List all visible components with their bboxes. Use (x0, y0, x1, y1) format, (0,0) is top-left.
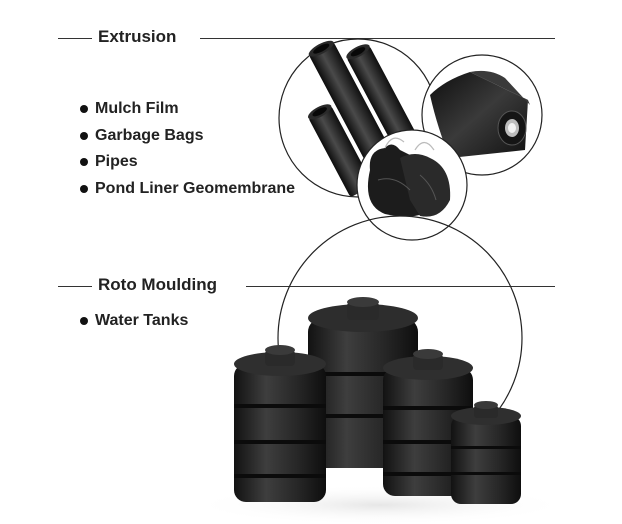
bullet-icon (80, 105, 88, 114)
bullet-icon (80, 131, 88, 140)
roto-rule-right (246, 286, 555, 287)
extrusion-rule-left (58, 38, 92, 39)
list-item: Water Tanks (80, 308, 188, 335)
roto-list: Water Tanks (80, 308, 188, 335)
roto-title: Roto Moulding (98, 275, 217, 294)
extrusion-list: Mulch Film Garbage Bags Pipes Pond Liner… (80, 96, 295, 202)
water-tank-icon (190, 215, 570, 524)
list-item: Pipes (80, 149, 295, 176)
bullet-icon (80, 158, 88, 167)
bullet-icon (80, 184, 88, 193)
plastic-film-roll-icon (421, 54, 543, 176)
roto-rule-left (58, 286, 92, 287)
list-item: Mulch Film (80, 96, 295, 123)
list-item: Garbage Bags (80, 123, 295, 150)
bullet-icon (80, 317, 88, 326)
extrusion-rule-right (200, 38, 555, 39)
list-item: Pond Liner Geomembrane (80, 176, 295, 203)
garbage-bag-icon (356, 129, 468, 241)
extrusion-title: Extrusion (98, 27, 177, 46)
